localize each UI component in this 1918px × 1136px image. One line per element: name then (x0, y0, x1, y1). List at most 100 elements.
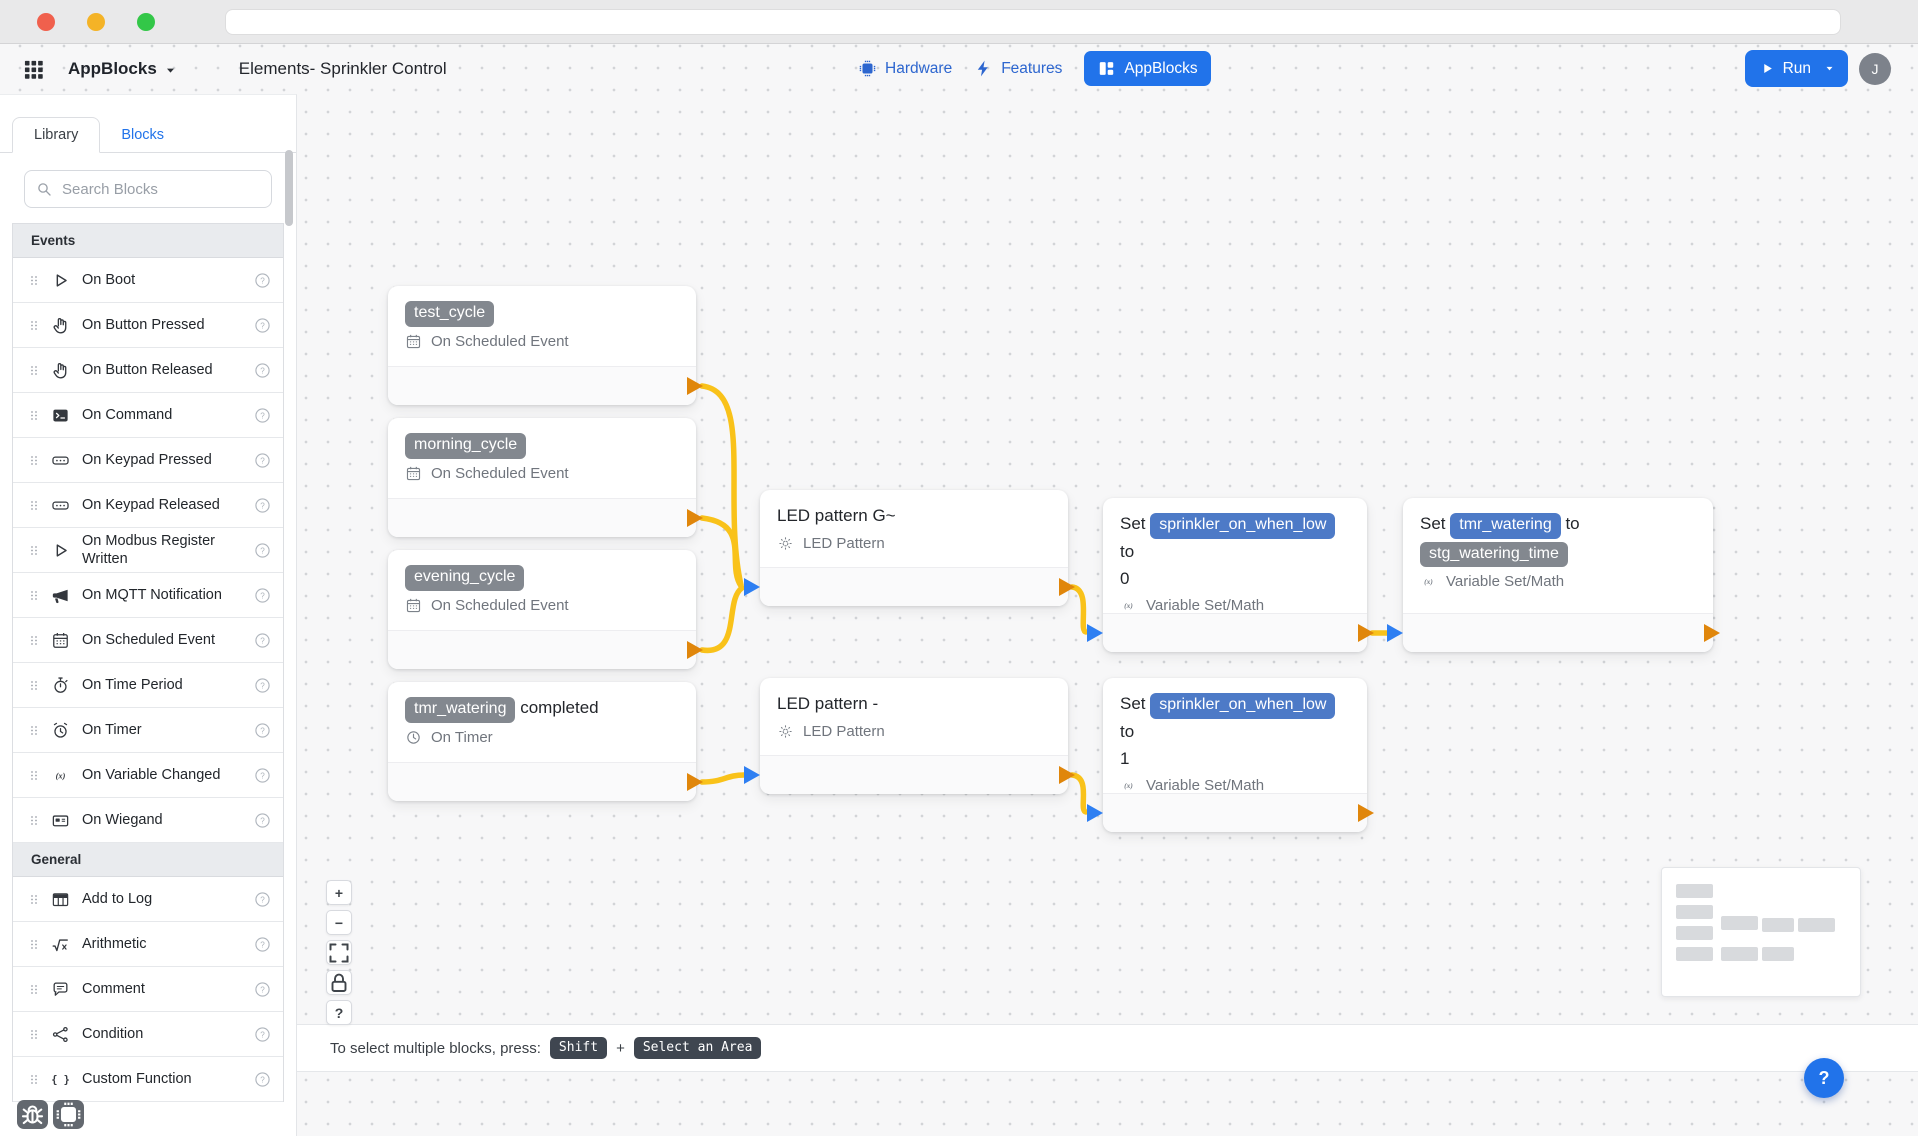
input-port[interactable] (1387, 624, 1403, 642)
tab-blocks[interactable]: Blocks (121, 127, 165, 143)
help-circle-icon[interactable]: ? (254, 981, 271, 998)
block-footer[interactable] (1403, 613, 1713, 652)
help-circle-icon[interactable]: ? (254, 767, 271, 784)
library-item-add-to-log[interactable]: Add to Log? (13, 877, 283, 922)
output-port[interactable] (1059, 766, 1075, 784)
output-port[interactable] (1358, 624, 1374, 642)
help-circle-icon[interactable]: ? (254, 542, 271, 559)
drag-icon[interactable] (28, 767, 40, 784)
input-port[interactable] (744, 578, 760, 596)
output-port[interactable] (1704, 624, 1720, 642)
drag-icon[interactable] (28, 317, 40, 334)
help-circle-icon[interactable]: ? (254, 632, 271, 649)
help-circle-icon[interactable]: ? (254, 677, 271, 694)
block-footer[interactable] (760, 567, 1068, 606)
library-item-on-command[interactable]: On Command? (13, 393, 283, 438)
tab-library[interactable]: Library (12, 117, 101, 153)
library-item-arithmetic[interactable]: Arithmetic? (13, 922, 283, 967)
zoom-in-button[interactable]: + (326, 880, 352, 905)
help-circle-icon[interactable]: ? (254, 812, 271, 829)
drag-icon[interactable] (28, 407, 40, 424)
drag-icon[interactable] (28, 542, 40, 559)
block-footer[interactable] (1103, 613, 1367, 652)
minimize-window-button[interactable] (87, 13, 105, 31)
zoom-window-button[interactable] (137, 13, 155, 31)
close-window-button[interactable] (37, 13, 55, 31)
drag-icon[interactable] (28, 497, 40, 514)
drag-icon[interactable] (28, 632, 40, 649)
help-button[interactable]: ? (1804, 1058, 1844, 1098)
zoom-out-button[interactable]: − (326, 910, 352, 935)
minimap[interactable] (1661, 867, 1861, 997)
avatar[interactable]: J (1859, 52, 1891, 85)
output-port[interactable] (1358, 804, 1374, 822)
output-port[interactable] (687, 773, 703, 791)
chevron-down-icon[interactable] (1824, 63, 1835, 74)
help-circle-icon[interactable]: ? (254, 497, 271, 514)
drag-icon[interactable] (28, 1071, 40, 1088)
library-item-on-scheduled-event[interactable]: On Scheduled Event? (13, 618, 283, 663)
url-bar[interactable] (226, 10, 1840, 34)
block-footer[interactable] (388, 630, 696, 669)
block-footer[interactable] (388, 498, 696, 537)
flow-block-led-pattern-dash[interactable]: LED pattern -LED Pattern (744, 678, 1075, 794)
library-item-on-keypad-pressed[interactable]: On Keypad Pressed? (13, 438, 283, 483)
apps-grid-icon[interactable] (22, 58, 44, 80)
help-circle-icon[interactable]: ? (254, 1026, 271, 1043)
nav-item-hardware[interactable]: Hardware (858, 59, 952, 78)
appblocks-menu[interactable]: AppBlocks (68, 59, 177, 79)
library-item-on-modbus-register-written[interactable]: On Modbus Register Written? (13, 528, 283, 573)
search-input[interactable] (60, 179, 263, 199)
library-item-on-variable-changed[interactable]: (x)On Variable Changed? (13, 753, 283, 798)
help-circle-icon[interactable]: ? (254, 722, 271, 739)
block-footer[interactable] (388, 762, 696, 801)
library-item-condition[interactable]: Condition? (13, 1012, 283, 1057)
drag-icon[interactable] (28, 981, 40, 998)
library-item-on-timer[interactable]: On Timer? (13, 708, 283, 753)
drag-icon[interactable] (28, 812, 40, 829)
input-port[interactable] (1087, 804, 1103, 822)
help-circle-icon[interactable]: ? (254, 362, 271, 379)
output-port[interactable] (687, 641, 703, 659)
library-item-on-button-released[interactable]: On Button Released? (13, 348, 283, 393)
block-footer[interactable] (1103, 793, 1367, 832)
block-footer[interactable] (760, 755, 1068, 794)
help-circle-icon[interactable]: ? (254, 272, 271, 289)
help-circle-icon[interactable]: ? (254, 317, 271, 334)
drag-icon[interactable] (28, 1026, 40, 1043)
help-circle-icon[interactable]: ? (254, 407, 271, 424)
help-circle-icon[interactable]: ? (254, 452, 271, 469)
help-circle-icon[interactable]: ? (254, 936, 271, 953)
output-port[interactable] (1059, 578, 1075, 596)
input-port[interactable] (1087, 624, 1103, 642)
canvas-help-button[interactable]: ? (326, 1000, 352, 1025)
library-item-on-time-period[interactable]: On Time Period? (13, 663, 283, 708)
drag-icon[interactable] (28, 677, 40, 694)
output-port[interactable] (687, 509, 703, 527)
nav-item-appblocks[interactable]: AppBlocks (1084, 51, 1211, 86)
library-item-on-keypad-released[interactable]: On Keypad Released? (13, 483, 283, 528)
drag-icon[interactable] (28, 891, 40, 908)
nav-item-features[interactable]: Features (974, 59, 1062, 78)
help-circle-icon[interactable]: ? (254, 891, 271, 908)
library-item-on-boot[interactable]: On Boot? (13, 258, 283, 303)
run-button[interactable]: Run (1744, 50, 1848, 87)
drag-icon[interactable] (28, 272, 40, 289)
output-port[interactable] (687, 377, 703, 395)
debug-button[interactable] (17, 1100, 48, 1129)
drag-icon[interactable] (28, 722, 40, 739)
drag-icon[interactable] (28, 362, 40, 379)
device-button[interactable] (53, 1100, 84, 1129)
lock-button[interactable] (326, 970, 352, 995)
drag-icon[interactable] (28, 936, 40, 953)
flow-block-led-pattern-g[interactable]: LED pattern G~LED Pattern (744, 490, 1075, 606)
library-item-on-wiegand[interactable]: On Wiegand? (13, 798, 283, 843)
library-item-on-button-pressed[interactable]: On Button Pressed? (13, 303, 283, 348)
